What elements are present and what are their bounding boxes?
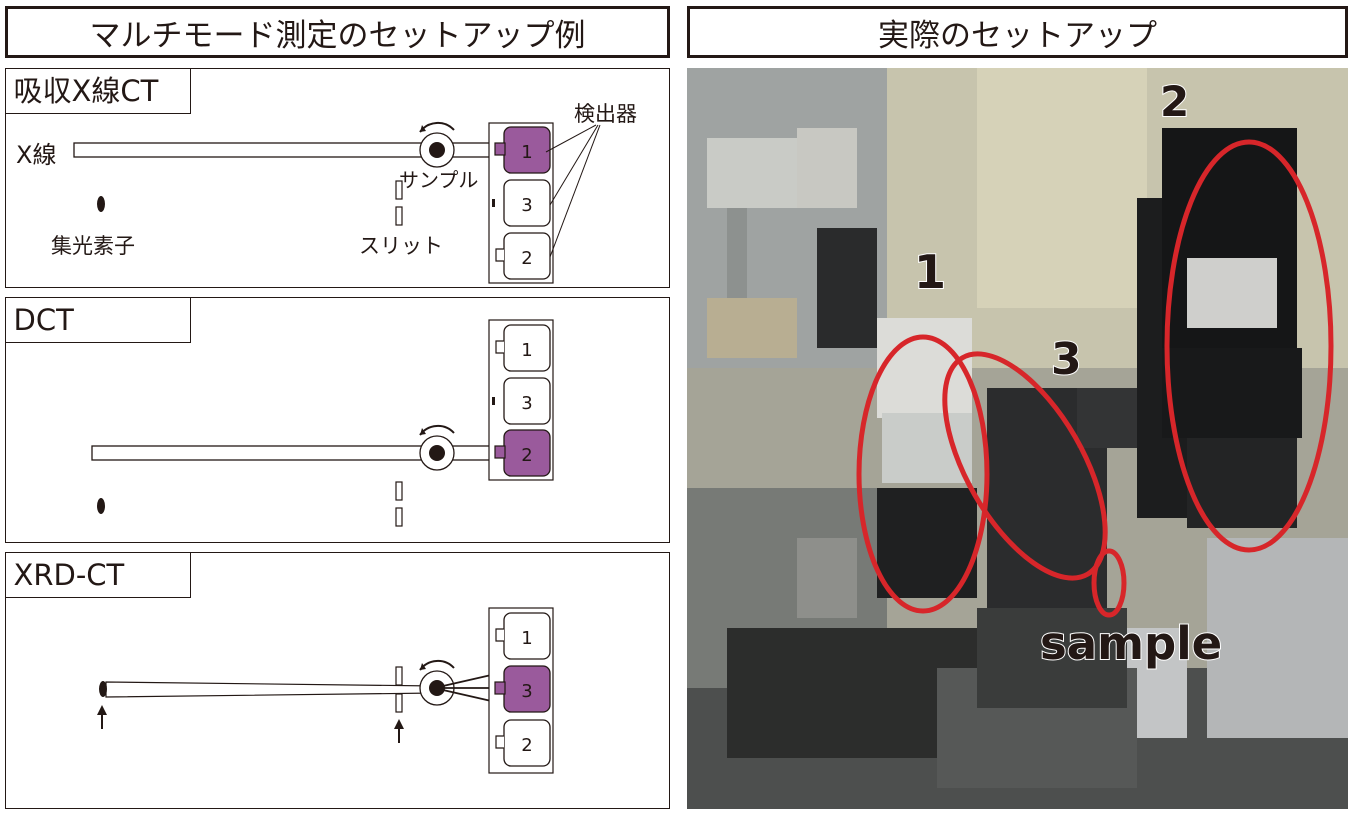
up-arrow-icon <box>394 719 404 743</box>
right-header: 実際のセットアップ <box>687 6 1348 58</box>
slit-upper <box>395 180 403 200</box>
detector-3-active: 3 <box>494 665 551 713</box>
slit-lower <box>395 507 403 527</box>
optic-element <box>97 196 105 212</box>
setup-illustration: 1 2 3 sample <box>687 68 1348 809</box>
dct-diagram: 1 3 2 <box>91 319 554 527</box>
highlight-detector-1 <box>856 334 990 614</box>
panel-title: XRD-CT <box>4 551 191 598</box>
optic-element <box>97 498 105 514</box>
setup-photo: 1 2 3 sample <box>687 68 1348 809</box>
slit-lower <box>395 206 403 226</box>
highlight-detector-3 <box>942 351 1108 581</box>
svg-text:1: 1 <box>521 628 532 649</box>
panel-title: DCT <box>4 296 191 343</box>
xray-label: X線 <box>16 141 56 169</box>
slit-lower <box>395 693 403 713</box>
slit-label: スリット <box>359 234 443 258</box>
absorption-ct-diagram: X線 集光素子 スリット サンプル 1 3 <box>16 102 637 284</box>
detector-1: 1 <box>495 612 551 660</box>
svg-text:3: 3 <box>521 195 532 216</box>
up-arrow-icon <box>97 705 107 729</box>
detector-1: 1 <box>495 324 551 372</box>
right-header-text: 実際のセットアップ <box>878 17 1157 54</box>
detector-3: 3 <box>492 377 551 425</box>
svg-text:3: 3 <box>521 681 532 702</box>
detector-2: 2 <box>495 232 551 280</box>
photo-label-1: 1 <box>914 245 946 299</box>
sample-label: サンプル <box>399 168 478 192</box>
left-header-text: マルチモード測定のセットアップ例 <box>89 17 586 54</box>
highlight-detector-2 <box>1164 139 1334 553</box>
focused-beam <box>105 681 437 698</box>
optic-label: 集光素子 <box>51 234 135 258</box>
panel-dct: DCT 1 3 2 <box>4 296 670 543</box>
detector-3: 3 <box>492 179 551 227</box>
detector-2: 2 <box>495 719 551 767</box>
svg-text:3: 3 <box>521 393 532 414</box>
optic-element <box>99 681 107 697</box>
sample-stage <box>419 659 455 706</box>
panel-title: 吸収X線CT <box>4 67 191 114</box>
svg-text:1: 1 <box>521 340 532 361</box>
highlight-sample <box>1091 548 1127 618</box>
detector-label: 検出器 <box>574 102 637 126</box>
photo-label-3: 3 <box>1051 334 1082 385</box>
svg-text:1: 1 <box>521 142 532 163</box>
svg-text:2: 2 <box>521 445 532 466</box>
sample-stage <box>419 121 455 168</box>
slit-upper <box>395 666 403 686</box>
sample-stage <box>419 424 455 471</box>
svg-text:2: 2 <box>521 735 532 756</box>
panel-absorption-ct: 吸収X線CT X線 集光素子 スリット サンプル 1 3 <box>4 67 670 288</box>
slit-upper <box>395 481 403 501</box>
photo-label-sample: sample <box>1040 617 1222 670</box>
detector-leader-lines <box>545 124 601 258</box>
left-header: マルチモード測定のセットアップ例 <box>5 6 670 58</box>
detector-2-active: 2 <box>494 429 551 477</box>
photo-label-2: 2 <box>1160 77 1189 126</box>
xrd-ct-diagram: 1 3 2 <box>97 607 554 774</box>
panel-xrd-ct: XRD-CT 1 <box>4 551 670 809</box>
svg-text:2: 2 <box>521 248 532 269</box>
highlight-outlines <box>856 139 1334 618</box>
